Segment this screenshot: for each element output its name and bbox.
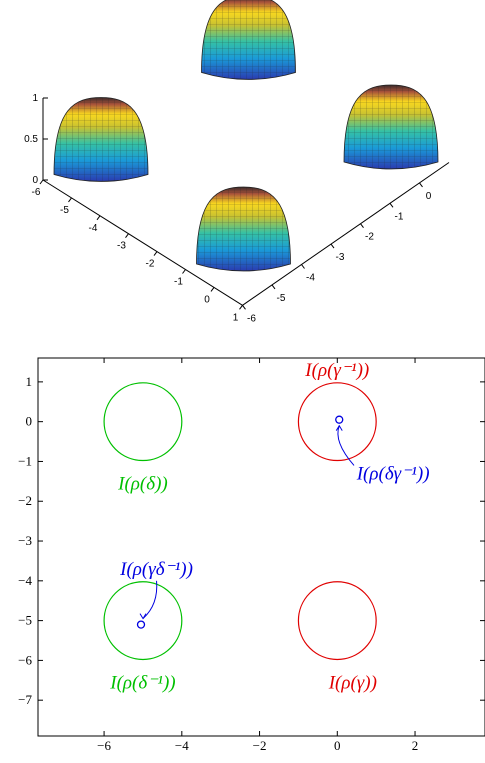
right-tick-label: -4 — [306, 273, 315, 284]
circle-1 — [297, 382, 377, 462]
point-arrow-1 — [142, 580, 158, 619]
x-tick-label: 2 — [412, 738, 419, 753]
right-tick-label: -1 — [395, 211, 404, 222]
x-tick-label: −4 — [175, 738, 189, 753]
circle-2 — [103, 581, 183, 661]
y-tick-label: 1 — [26, 374, 33, 389]
right-tick-mark — [330, 243, 335, 249]
points — [136, 415, 344, 629]
right-tick-label: -6 — [247, 313, 256, 324]
circles — [103, 382, 377, 661]
y-tick-label: −2 — [18, 493, 32, 508]
x-tick-label: −6 — [97, 738, 111, 753]
left-tick-label: -3 — [117, 241, 126, 252]
z-tick-label: 0 — [32, 175, 38, 186]
left-tick-mark — [239, 304, 243, 310]
right-tick-mark — [360, 223, 364, 228]
plot-frame — [37, 357, 485, 737]
y-tick-label: −1 — [18, 453, 32, 468]
point-arrowhead-1 — [139, 613, 147, 620]
right-tick-mark — [389, 203, 394, 208]
circle-3 — [297, 581, 377, 661]
left-tick-label: -4 — [89, 223, 98, 234]
bump-3 — [343, 84, 439, 170]
right-tick-label: -3 — [336, 252, 345, 263]
bumps-3d — [53, 0, 439, 272]
left-tick-label: 0 — [204, 294, 210, 305]
left-tick-mark — [96, 215, 101, 221]
y-tick-label: 0 — [26, 414, 33, 429]
circle-label-1: I(ρ(γ⁻¹)) — [304, 360, 369, 381]
left-tick-label: -1 — [174, 277, 183, 288]
bump-mesh — [344, 85, 438, 169]
left-axis-line — [42, 179, 243, 306]
right-tick-mark — [242, 304, 246, 310]
z-tick-label: 0.5 — [24, 134, 38, 145]
point-arrowhead-0 — [335, 424, 343, 431]
left-tick-label: 1 — [233, 312, 239, 323]
y-tick-label: −5 — [18, 613, 32, 628]
left-tick-mark — [153, 251, 158, 256]
left-tick-label: -2 — [146, 259, 155, 270]
left-tick-mark — [68, 197, 72, 203]
point-1 — [136, 620, 146, 629]
y-tick-label: −6 — [18, 652, 32, 667]
bump-2 — [53, 97, 149, 182]
right-tick-mark — [271, 284, 276, 290]
y-tick-label: −3 — [18, 533, 32, 548]
point-label-0: I(ρ(δγ⁻¹)) — [356, 463, 430, 484]
circle-label-2: I(ρ(δ⁻¹)) — [109, 672, 175, 693]
left-tick-label: -6 — [32, 187, 41, 198]
left-tick-mark — [182, 269, 186, 274]
bump-1 — [201, 0, 296, 80]
right-tick-label: -2 — [365, 232, 374, 243]
right-tick-label: 0 — [426, 191, 432, 202]
left-tick-mark — [39, 179, 44, 185]
right-tick-label: -5 — [277, 293, 286, 304]
x-tick-label: −2 — [253, 738, 267, 753]
left-tick-label: -5 — [60, 205, 69, 216]
ticks-2d: −6 −4 −2 0 2 1 0 −1 −2 −3 −4 −5 −6 −7 — [18, 358, 485, 753]
bump-0 — [196, 186, 291, 272]
right-axis-line — [242, 162, 450, 306]
ticks-3d: 10.50-6-5-4-3-2-101-6-5-4-3-2-10 — [24, 93, 432, 324]
bump-mesh — [196, 187, 291, 271]
right-tick-mark — [419, 182, 423, 188]
bump-mesh — [201, 0, 296, 80]
point-arrow-0 — [337, 425, 355, 466]
point-label-1: I(ρ(γδ⁻¹)) — [119, 559, 193, 580]
y-tick-label: −7 — [18, 692, 32, 707]
left-tick-mark — [210, 287, 215, 292]
x-tick-label: 0 — [334, 738, 341, 753]
circle-label-3: I(ρ(γ)) — [328, 672, 377, 693]
point-0 — [335, 415, 344, 424]
right-tick-mark — [301, 264, 305, 269]
circle-label-0: I(ρ(δ)) — [117, 473, 168, 494]
z-tick-label: 1 — [32, 93, 38, 104]
circle-0 — [103, 382, 183, 462]
surface-plot: 10.50-6-5-4-3-2-101-6-5-4-3-2-10 — [24, 0, 450, 324]
bump-mesh — [54, 97, 148, 182]
left-tick-mark — [125, 233, 129, 238]
labels: I(ρ(δ)) I(ρ(γ⁻¹)) I(ρ(δ⁻¹)) I(ρ(γ)) I(ρ(δγ⁻¹… — [109, 360, 429, 693]
y-tick-label: −4 — [18, 573, 32, 588]
